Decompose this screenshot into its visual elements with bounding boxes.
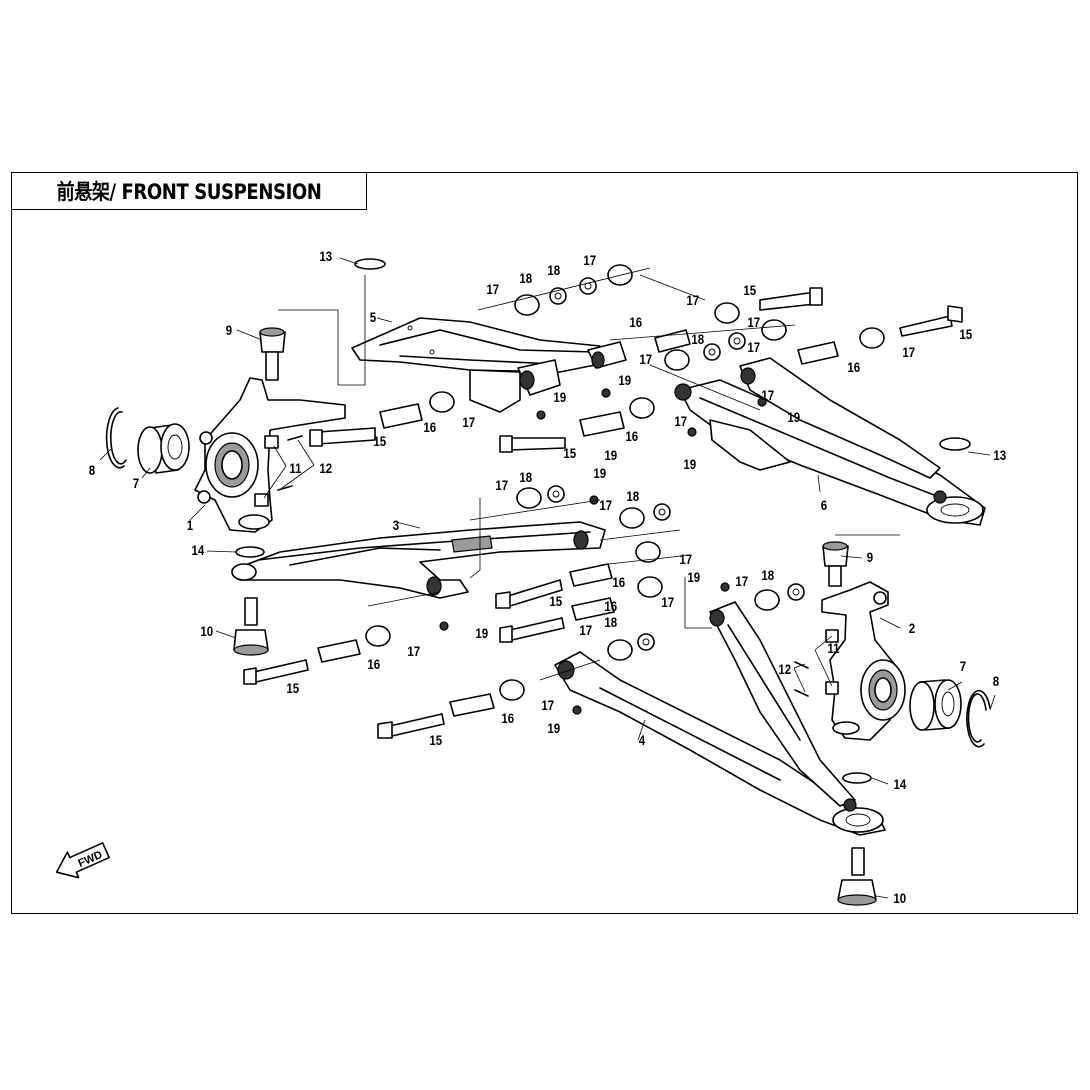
callout-19-h: 19 [547, 720, 560, 736]
callout-19-b: 19 [618, 372, 631, 388]
callout-17-p: 17 [541, 697, 554, 713]
callout-1: 1 [187, 517, 193, 533]
circlip-13-upper [354, 258, 386, 270]
callout-17-f: 17 [639, 351, 652, 367]
callout-16-h: 16 [501, 710, 514, 726]
callout-14-left: 14 [191, 542, 205, 558]
callout-17-c: 17 [686, 292, 699, 308]
circlip-14-left [235, 546, 265, 558]
callout-6: 6 [821, 497, 827, 513]
circlip-14-right [842, 772, 872, 784]
callout-8-left: 8 [89, 462, 95, 478]
callout-17-a: 17 [486, 281, 499, 297]
upper-right-a-arm [674, 357, 986, 526]
callout-15-d: 15 [959, 326, 972, 342]
upper-left-ball-joint [259, 327, 286, 381]
callout-19-d: 19 [683, 456, 696, 472]
callout-labels: 1 2 3 4 5 6 7 7 8 8 9 9 10 10 11 11 12 1… [89, 248, 1006, 906]
callout-18-g: 18 [604, 614, 617, 630]
callout-17-j: 17 [495, 477, 508, 493]
callout-2: 2 [909, 620, 915, 636]
callout-15-e: 15 [549, 593, 562, 609]
callout-14-right: 14 [893, 776, 907, 792]
right-steering-knuckle [821, 581, 906, 741]
callout-18-a: 18 [519, 270, 532, 286]
callout-10-right: 10 [893, 890, 906, 906]
circlip-13-right [939, 437, 971, 451]
callout-17-g: 17 [902, 344, 915, 360]
left-wheel-bearing [137, 423, 190, 474]
callout-19-g: 19 [687, 569, 700, 585]
callout-7-left: 7 [133, 475, 139, 491]
callout-18-c: 18 [691, 331, 704, 347]
callout-17-k: 17 [599, 497, 612, 513]
callout-17-q: 17 [761, 387, 774, 403]
callout-17-e: 17 [747, 339, 760, 355]
callout-13-right: 13 [993, 447, 1006, 463]
page-title: 前悬架/ FRONT SUSPENSION [56, 180, 322, 204]
forward-direction-arrow: FWD [55, 842, 110, 879]
callout-8-right: 8 [993, 673, 999, 689]
callout-12-right: 12 [778, 661, 791, 677]
lower-left-ball-joint [233, 597, 269, 656]
callout-18-b: 18 [547, 262, 560, 278]
callout-15-f: 15 [286, 680, 299, 696]
callout-17-n: 17 [579, 622, 592, 638]
callout-17-d: 17 [747, 314, 760, 330]
callout-19-f: 19 [475, 625, 488, 641]
callout-19-a: 19 [553, 389, 566, 405]
callout-3: 3 [393, 517, 399, 533]
callout-11-left: 11 [289, 460, 301, 476]
callout-16-a: 16 [423, 419, 436, 435]
callout-17-m: 17 [735, 573, 748, 589]
right-wheel-bearing [909, 679, 962, 731]
callout-18-e: 18 [626, 488, 639, 504]
callout-16-g: 16 [367, 656, 380, 672]
callout-16-c: 16 [629, 314, 642, 330]
callout-17-l: 17 [679, 551, 692, 567]
diagram-frame [11, 172, 1078, 914]
callout-9-left: 9 [226, 322, 232, 338]
callout-19-e: 19 [593, 465, 606, 481]
callout-10-left: 10 [200, 623, 213, 639]
callout-19-c: 19 [787, 409, 800, 425]
callout-17-h: 17 [462, 414, 475, 430]
title-box: 前悬架/ FRONT SUSPENSION [11, 172, 367, 210]
callout-15-a: 15 [373, 433, 386, 449]
fasteners [243, 264, 963, 739]
callout-16-d: 16 [847, 359, 860, 375]
upper-right-ball-joint [822, 541, 849, 587]
callout-18-d: 18 [519, 469, 532, 485]
callout-12-left: 12 [319, 460, 332, 476]
callout-15-b: 15 [563, 445, 576, 461]
upper-left-a-arm [351, 317, 627, 413]
callout-15-g: 15 [429, 732, 442, 748]
callout-5: 5 [370, 309, 376, 325]
callout-19-i: 19 [604, 447, 617, 463]
callout-15-c: 15 [743, 282, 756, 298]
callout-9-right: 9 [867, 549, 873, 565]
callout-17-i: 17 [674, 413, 687, 429]
callout-17-o: 17 [407, 643, 420, 659]
callout-16-f: 16 [604, 598, 617, 614]
leader-lines [99, 257, 996, 899]
callout-7-right: 7 [960, 658, 966, 674]
left-circlip [105, 407, 127, 469]
callout-17-b: 17 [583, 252, 596, 268]
callout-16-b: 16 [625, 428, 638, 444]
left-steering-knuckle [194, 377, 346, 533]
callout-16-e: 16 [612, 574, 625, 590]
right-circlip [966, 689, 991, 748]
callout-18-f: 18 [761, 567, 774, 583]
callout-17-r: 17 [661, 594, 674, 610]
callout-4: 4 [639, 732, 646, 748]
lower-left-a-arm [231, 521, 606, 599]
callout-13-upper: 13 [319, 248, 332, 264]
lower-right-ball-joint [837, 847, 877, 906]
callout-11-right: 11 [827, 640, 839, 656]
